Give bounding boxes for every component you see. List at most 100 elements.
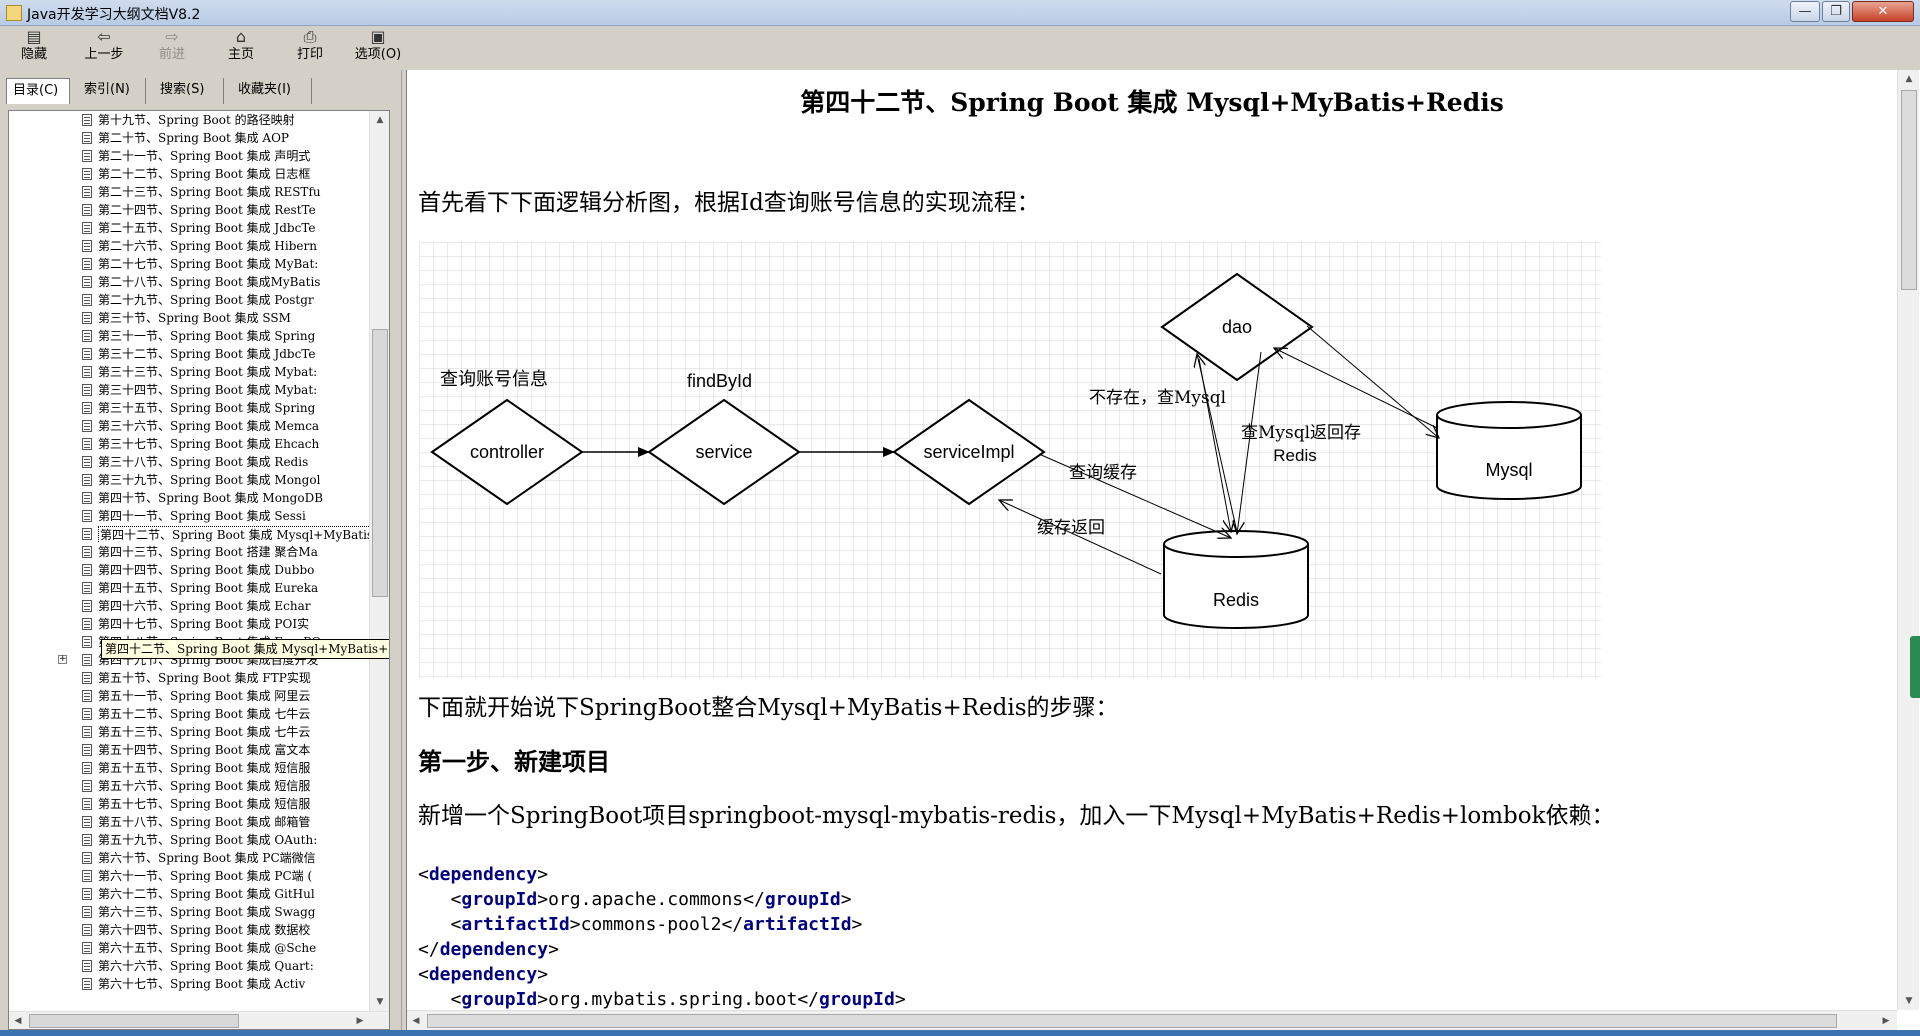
tab-search[interactable]: 搜索(S)	[154, 78, 224, 104]
tree-item[interactable]: 第四十四节、Spring Boot 集成 Dubbo	[9, 561, 369, 579]
redis-dao-arrow	[1197, 354, 1238, 533]
options-button[interactable]: ▣ 选项(O)	[348, 28, 408, 68]
back-button[interactable]: ⇦ 上一步	[74, 28, 134, 68]
page-icon	[82, 672, 92, 684]
tree-item[interactable]: 第五十二节、Spring Boot 集成 七牛云	[9, 705, 369, 723]
tree-item[interactable]: 第五十八节、Spring Boot 集成 邮箱管	[9, 813, 369, 831]
document-pane: 第四十二节、Spring Boot 集成 Mysql+MyBatis+Redis…	[406, 70, 1920, 1036]
doc-hscroll-thumb[interactable]	[427, 1014, 1837, 1028]
query-cache-arrow	[1038, 453, 1231, 538]
tree-item[interactable]: 第五十三节、Spring Boot 集成 七牛云	[9, 723, 369, 741]
tree-item[interactable]: 第二十二节、Spring Boot 集成 日志框	[9, 165, 369, 183]
minimize-button[interactable]: —	[1790, 1, 1820, 22]
tree-item[interactable]: 第二十四节、Spring Boot 集成 RestTe	[9, 201, 369, 219]
tree-item[interactable]: 第二十节、Spring Boot 集成 AOP	[9, 129, 369, 147]
forward-button[interactable]: ⇨ 前进	[142, 28, 202, 68]
tree-item[interactable]: 第四十一节、Spring Boot 集成 Sessi	[9, 507, 369, 525]
tree-vertical-scrollbar[interactable]: ▲ ▼	[369, 111, 389, 1011]
tree-item-label: 第五十节、Spring Boot 集成 FTP实现	[98, 671, 311, 685]
scroll-down-arrow-icon[interactable]: ▼	[376, 997, 384, 1007]
step1-heading: 第一步、新建项目	[418, 747, 610, 776]
code-value: commons-pool2	[580, 914, 722, 935]
page-icon	[82, 690, 92, 702]
tree-item[interactable]: 第三十九节、Spring Boot 集成 Mongol	[9, 471, 369, 489]
tree-item[interactable]: 第三十五节、Spring Boot 集成 Spring	[9, 399, 369, 417]
page-icon	[82, 204, 92, 216]
side-handle[interactable]	[1910, 636, 1920, 698]
tree-item[interactable]: 第六十节、Spring Boot 集成 PC端微信	[9, 849, 369, 867]
tree-item[interactable]: 第三十三节、Spring Boot 集成 Mybat:	[9, 363, 369, 381]
tree-item[interactable]: 第三十四节、Spring Boot 集成 Mybat:	[9, 381, 369, 399]
tree-item[interactable]: 第二十三节、Spring Boot 集成 RESTfu	[9, 183, 369, 201]
forward-label: 前进	[158, 47, 185, 62]
document-vertical-scrollbar[interactable]: ▲ ▼	[1897, 70, 1919, 1010]
tree-item[interactable]: 第二十八节、Spring Boot 集成MyBatis	[9, 273, 369, 291]
close-button[interactable]: ✕	[1852, 1, 1914, 22]
tree-item[interactable]: 第五十九节、Spring Boot 集成 OAuth:	[9, 831, 369, 849]
tree-item[interactable]: 第六十七节、Spring Boot 集成 Activ	[9, 975, 369, 993]
tree-hscroll-thumb[interactable]	[29, 1014, 239, 1028]
tree-item[interactable]: 第五十五节、Spring Boot 集成 短信服	[9, 759, 369, 777]
doc-scroll-up-arrow-icon[interactable]: ▲	[1905, 74, 1913, 84]
tree-item[interactable]: 第六十一节、Spring Boot 集成 PC端 (	[9, 867, 369, 885]
print-button[interactable]: ⎙ 打印	[280, 28, 340, 68]
tree-item[interactable]: 第四十五节、Spring Boot 集成 Eureka	[9, 579, 369, 597]
scroll-left-arrow-icon[interactable]: ◀	[14, 1016, 22, 1026]
maximize-button[interactable]: ❐	[1822, 1, 1850, 22]
tree-item-label: 第四十五节、Spring Boot 集成 Eureka	[98, 581, 319, 595]
doc-scroll-down-arrow-icon[interactable]: ▼	[1905, 996, 1913, 1006]
tree-item[interactable]: 第三十八节、Spring Boot 集成 Redis	[9, 453, 369, 471]
tree-item[interactable]: 第三十一节、Spring Boot 集成 Spring	[9, 327, 369, 345]
tree-item[interactable]: 第六十四节、Spring Boot 集成 数据校	[9, 921, 369, 939]
tree-item[interactable]: 第五十七节、Spring Boot 集成 短信服	[9, 795, 369, 813]
expand-icon[interactable]: +	[58, 654, 67, 664]
serviceimpl-label: serviceImpl	[923, 442, 1014, 462]
tree-item[interactable]: 第六十六节、Spring Boot 集成 Quart:	[9, 957, 369, 975]
scroll-up-arrow-icon[interactable]: ▲	[376, 115, 384, 125]
page-icon	[82, 654, 92, 666]
tree-item[interactable]: 第十九节、Spring Boot 的路径映射	[9, 111, 369, 129]
scroll-right-arrow-icon[interactable]: ▶	[356, 1016, 364, 1026]
tree-item-label: 第六十四节、Spring Boot 集成 数据校	[98, 923, 311, 937]
tree-item[interactable]: 第五十节、Spring Boot 集成 FTP实现	[9, 669, 369, 687]
tree-item[interactable]: 第二十一节、Spring Boot 集成 声明式	[9, 147, 369, 165]
document-horizontal-scrollbar[interactable]: ◀ ▶	[407, 1010, 1897, 1030]
home-button[interactable]: ⌂ 主页	[211, 28, 271, 68]
tree-item[interactable]: 第六十二节、Spring Boot 集成 GitHul	[9, 885, 369, 903]
tree-item[interactable]: 第四十六节、Spring Boot 集成 Echar	[9, 597, 369, 615]
tree-item[interactable]: 第二十六节、Spring Boot 集成 Hibern	[9, 237, 369, 255]
hide-button[interactable]: ▤ 隐藏	[4, 28, 64, 68]
tree-item[interactable]: 第五十一节、Spring Boot 集成 阿里云	[9, 687, 369, 705]
doc-scroll-thumb[interactable]	[1901, 90, 1917, 290]
tree-item[interactable]: 第四十七节、Spring Boot 集成 POI实	[9, 615, 369, 633]
tree-item[interactable]: 第二十九节、Spring Boot 集成 Postgr	[9, 291, 369, 309]
tree-item[interactable]: 第四十二节、Spring Boot 集成 Mysql+MyBatis+Redis	[9, 525, 369, 543]
tree-scroll-thumb[interactable]	[372, 329, 388, 597]
tree-item[interactable]: 第二十七节、Spring Boot 集成 MyBat:	[9, 255, 369, 273]
page-icon	[82, 402, 92, 414]
page-icon	[82, 708, 92, 720]
tree-item[interactable]: 第五十四节、Spring Boot 集成 富文本	[9, 741, 369, 759]
tree-item[interactable]: 第三十七节、Spring Boot 集成 Ehcach	[9, 435, 369, 453]
tree-item-label: 第二十二节、Spring Boot 集成 日志框	[98, 167, 311, 181]
tree-horizontal-scrollbar[interactable]: ◀ ▶	[9, 1011, 389, 1029]
back-arrow-icon: ⇦	[97, 27, 111, 46]
tree-item[interactable]: 第三十节、Spring Boot 集成 SSM	[9, 309, 369, 327]
tree-item-label: 第三十六节、Spring Boot 集成 Memca	[98, 419, 320, 433]
tab-index[interactable]: 索引(N)	[78, 78, 146, 104]
doc-scroll-left-arrow-icon[interactable]: ◀	[412, 1016, 420, 1026]
redis-label: Redis	[1213, 590, 1259, 610]
tree-item[interactable]: 第六十五节、Spring Boot 集成 @Sche	[9, 939, 369, 957]
tree-item[interactable]: 第六十三节、Spring Boot 集成 Swagg	[9, 903, 369, 921]
tab-contents[interactable]: 目录(C)	[6, 78, 70, 104]
tab-favorites[interactable]: 收藏夹(I)	[232, 78, 312, 104]
tree-item[interactable]: 第四十节、Spring Boot 集成 MongoDB	[9, 489, 369, 507]
tree-item[interactable]: 第五十六节、Spring Boot 集成 短信服	[9, 777, 369, 795]
tree-item[interactable]: 第四十三节、Spring Boot 搭建 聚合Ma	[9, 543, 369, 561]
document-view: 第四十二节、Spring Boot 集成 Mysql+MyBatis+Redis…	[407, 70, 1897, 1010]
tree-item[interactable]: 第三十二节、Spring Boot 集成 JdbcTe	[9, 345, 369, 363]
tree-item[interactable]: 第二十五节、Spring Boot 集成 JdbcTe	[9, 219, 369, 237]
tree-item[interactable]: 第三十六节、Spring Boot 集成 Memca	[9, 417, 369, 435]
page-icon	[82, 330, 92, 342]
doc-scroll-right-arrow-icon[interactable]: ▶	[1882, 1016, 1890, 1026]
